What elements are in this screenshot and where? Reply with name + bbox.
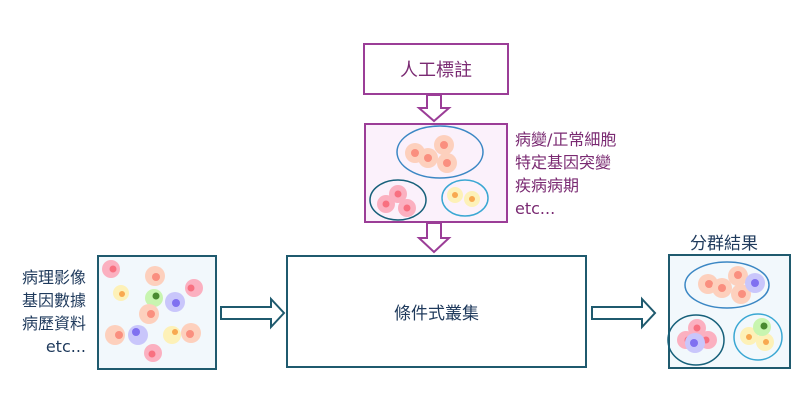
cell-shape — [738, 290, 746, 298]
cell-shape — [440, 141, 448, 149]
input-label: 基因數據 — [21, 291, 86, 310]
cell-shape — [115, 331, 123, 339]
cell — [685, 333, 705, 353]
cell-shape — [152, 292, 160, 300]
cell-shape — [424, 154, 432, 162]
down-arrow-icon — [416, 222, 452, 254]
cell — [712, 278, 732, 298]
cell — [128, 325, 148, 345]
cell-shape — [172, 299, 180, 307]
input-label: 病歷資料 — [21, 314, 86, 333]
cell — [185, 279, 203, 297]
cell-shape — [760, 322, 768, 330]
cell — [740, 327, 758, 345]
cell-shape — [693, 324, 701, 332]
cell-shape — [746, 334, 752, 340]
cell — [181, 323, 201, 343]
result-clusters — [667, 261, 783, 366]
cell — [753, 318, 771, 336]
cell — [145, 289, 163, 307]
cell — [139, 304, 159, 324]
cell-shape — [411, 149, 419, 157]
cell — [447, 187, 463, 203]
cell — [163, 326, 181, 344]
cell — [434, 135, 454, 155]
cell — [113, 285, 129, 301]
cell — [144, 344, 162, 362]
cell-shape — [109, 265, 117, 273]
cell — [398, 199, 416, 217]
cell — [165, 292, 185, 312]
cell-shape — [763, 339, 769, 345]
cell — [464, 191, 480, 207]
cluster-outline — [733, 313, 783, 361]
annotated-clusters — [369, 125, 489, 221]
cluster-outline — [369, 179, 427, 221]
cell-shape — [382, 200, 390, 208]
input-label: 病理影像 — [21, 268, 86, 287]
cell-shape — [452, 192, 458, 198]
condition-label: 病變/正常細胞 — [515, 130, 617, 149]
cell — [418, 148, 438, 168]
condition-labels: 病變/正常細胞 特定基因突變 疾病病期 etc... — [515, 128, 616, 220]
cell — [688, 319, 706, 337]
cell-shape — [119, 291, 125, 297]
cell — [389, 185, 407, 203]
cell — [105, 325, 125, 345]
input-labels: 病理影像 基因數據 病歷資料 etc... — [6, 266, 86, 358]
conditional-clustering-box: 條件式叢集 — [286, 255, 587, 368]
cell-shape — [187, 284, 195, 292]
cluster-outline — [396, 125, 484, 179]
cell-shape — [148, 350, 156, 358]
cell-shape — [443, 159, 451, 167]
cell — [102, 260, 120, 278]
input-label: etc... — [45, 337, 86, 356]
condition-label: 特定基因突變 — [515, 153, 612, 172]
cell-shape — [163, 326, 181, 344]
cell — [145, 266, 165, 286]
cell — [745, 273, 765, 293]
cluster-outline — [684, 261, 770, 309]
cell-shape — [751, 279, 759, 287]
cluster-outline — [667, 314, 725, 366]
right-arrow-icon — [591, 296, 657, 330]
cell-shape — [132, 328, 140, 336]
cell-shape — [705, 280, 713, 288]
cell-shape — [469, 196, 475, 202]
down-arrow-icon — [416, 94, 452, 123]
cell — [728, 266, 748, 286]
conditional-clustering-label: 條件式叢集 — [394, 304, 479, 324]
cluster-outline — [441, 179, 489, 217]
cell-shape — [718, 284, 726, 292]
cell-shape — [147, 310, 155, 318]
result-title: 分群結果 — [690, 234, 758, 254]
right-arrow-icon — [220, 296, 286, 330]
cell — [756, 333, 774, 351]
cell-shape — [394, 190, 402, 198]
input-cells — [102, 260, 203, 362]
manual-annotation-box: 人工標註 — [363, 43, 509, 95]
cell-shape — [690, 339, 698, 347]
cell-shape — [403, 204, 411, 212]
manual-annotation-label: 人工標註 — [400, 60, 472, 81]
cell-shape — [152, 273, 160, 281]
cell-shape — [186, 330, 194, 338]
cell-shape — [172, 329, 178, 335]
cell-shape — [734, 271, 742, 279]
cell — [377, 195, 395, 213]
condition-label: etc... — [515, 199, 556, 218]
cell — [731, 284, 751, 304]
condition-label: 疾病病期 — [515, 176, 580, 195]
cell — [437, 153, 457, 173]
